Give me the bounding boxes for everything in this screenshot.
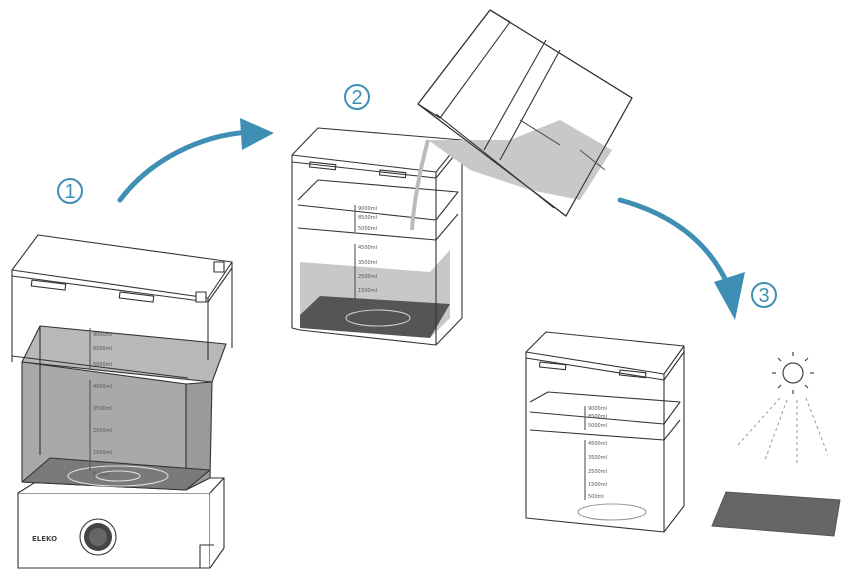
device-lower-scale: 4500ml 3500ml 2500ml 1500ml 500ml <box>93 384 112 478</box>
tank-3-upper-scale: 9000ml 8500ml 5000ml <box>588 406 607 429</box>
device-upper-scale: 9000ml 8500ml 5000ml <box>93 332 112 368</box>
sun-rays <box>737 397 829 465</box>
water-stream <box>410 139 430 231</box>
svg-text:3500ml: 3500ml <box>588 455 607 461</box>
svg-text:5000ml: 5000ml <box>358 226 377 232</box>
svg-text:8500ml: 8500ml <box>358 215 377 221</box>
tank-2-upper-scale: 9000ml 8500ml 5000ml <box>358 206 377 232</box>
arrow-2-icon <box>617 197 745 320</box>
svg-text:9000ml: 9000ml <box>358 206 377 212</box>
filter-pad-icon <box>711 491 841 537</box>
step-3-badge: 3 <box>751 282 777 308</box>
step-1-badge: 1 <box>57 178 83 204</box>
svg-text:5000ml: 5000ml <box>588 423 607 429</box>
svg-text:500ml: 500ml <box>93 472 109 478</box>
sun-icon <box>772 352 814 394</box>
svg-text:3: 3 <box>758 285 769 307</box>
water-tank-3 <box>525 331 685 533</box>
svg-text:8500ml: 8500ml <box>93 346 112 352</box>
svg-text:5000ml: 5000ml <box>93 362 112 368</box>
step-2-badge: 2 <box>344 84 370 110</box>
svg-text:4500ml: 4500ml <box>358 245 377 251</box>
svg-text:2500ml: 2500ml <box>358 274 377 280</box>
tank-3-lower-scale: 4500ml 3500ml 2500ml 1500ml 500ml <box>588 441 607 500</box>
svg-text:1: 1 <box>64 181 75 203</box>
svg-text:1500ml: 1500ml <box>93 450 112 456</box>
svg-text:2500ml: 2500ml <box>588 469 607 475</box>
svg-text:500ml: 500ml <box>358 302 374 308</box>
brand-logo: ELEKO <box>32 535 57 543</box>
svg-text:1500ml: 1500ml <box>588 482 607 488</box>
svg-text:4500ml: 4500ml <box>588 441 607 447</box>
svg-text:8500ml: 8500ml <box>588 414 607 420</box>
svg-text:2500ml: 2500ml <box>93 428 112 434</box>
svg-text:3500ml: 3500ml <box>93 406 112 412</box>
arrow-1-icon <box>117 118 274 203</box>
svg-text:4500ml: 4500ml <box>93 384 112 390</box>
knob-icon <box>79 518 117 556</box>
svg-text:2: 2 <box>351 87 362 109</box>
water-tank-2 <box>291 127 463 346</box>
svg-text:9000ml: 9000ml <box>588 406 607 412</box>
tank-2-lower-scale: 4500ml 3500ml 2500ml 1500ml 500ml <box>358 245 377 308</box>
pouring-box-icon <box>417 9 633 217</box>
svg-text:9000ml: 9000ml <box>93 332 112 338</box>
humidifier-device: ELEKO <box>11 234 233 569</box>
svg-text:500ml: 500ml <box>588 494 604 500</box>
svg-text:1500ml: 1500ml <box>358 288 377 294</box>
svg-text:3500ml: 3500ml <box>358 260 377 266</box>
